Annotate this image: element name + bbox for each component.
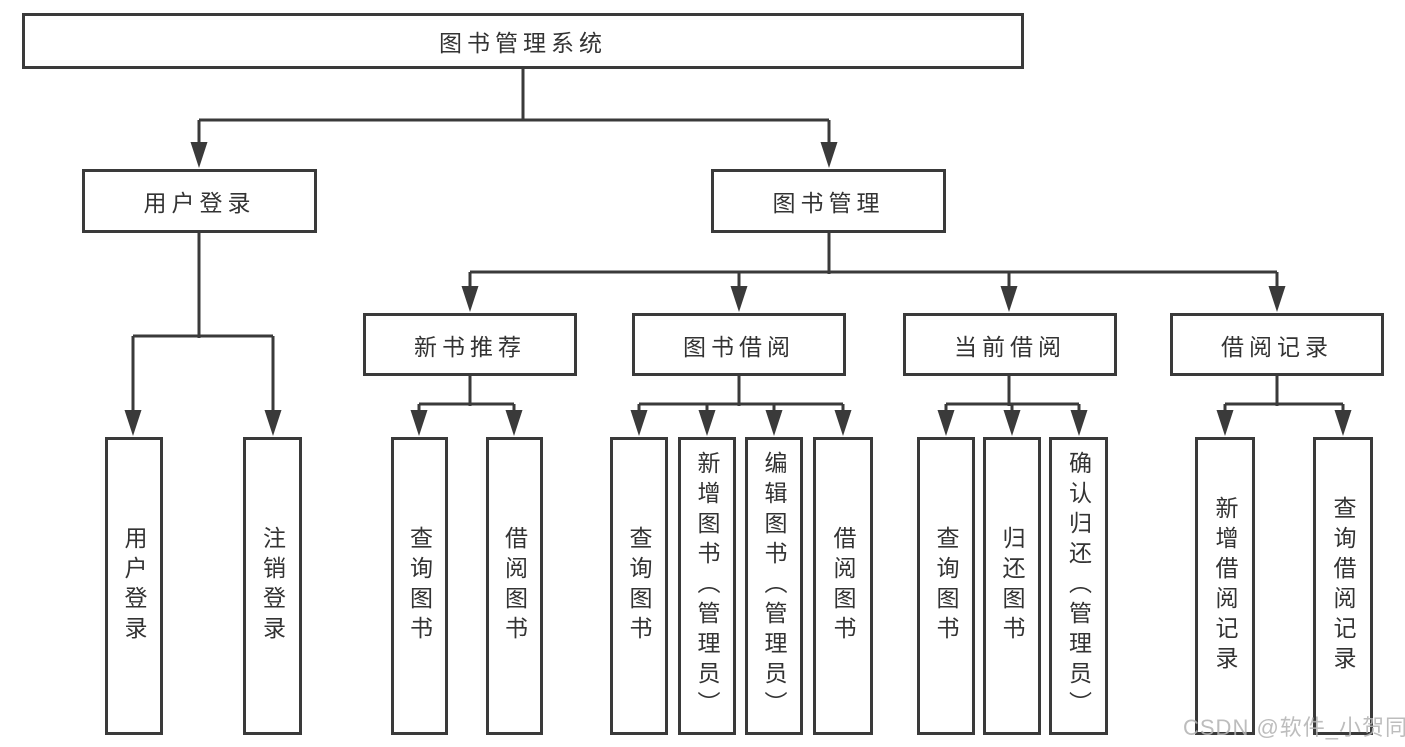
node-logout: 注销登录	[243, 437, 302, 735]
node-label: 查询图书	[406, 526, 433, 646]
node-label: 查询图书	[933, 526, 959, 646]
node-label: 图书管理系统	[439, 30, 607, 56]
arrow-head-icon	[698, 410, 716, 436]
watermark: CSDN @软件_小贺同学	[1183, 715, 1405, 740]
arrow-head-icon	[1216, 410, 1234, 436]
node-label: 新增借阅记录	[1212, 496, 1238, 676]
node-label: 用户登录	[121, 526, 147, 646]
arrow-head-icon	[505, 410, 523, 436]
node-label: 新书推荐	[414, 333, 526, 360]
node-borrow-records: 借阅记录	[1170, 313, 1384, 376]
arrow-head-icon	[630, 410, 648, 436]
node-user-login: 用户登录	[105, 437, 163, 735]
arrow-head-icon	[410, 410, 428, 436]
node-query-books-borrowing: 查询图书	[610, 437, 668, 735]
node-borrow-books: 借阅图书	[813, 437, 873, 735]
node-label: 确认归还（管理员）	[1065, 451, 1092, 721]
node-edit-books-admin: 编辑图书（管理员）	[745, 437, 803, 735]
node-label: 查询借阅记录	[1330, 496, 1356, 676]
node-label: 编辑图书（管理员）	[761, 451, 787, 721]
arrow-head-icon	[820, 142, 838, 168]
node-query-books-current: 查询图书	[917, 437, 975, 735]
node-current-borrowing: 当前借阅	[903, 313, 1117, 376]
node-label: 借阅图书	[501, 526, 528, 646]
node-library-system: 图书管理系统	[22, 13, 1024, 69]
node-label: 图书管理	[772, 190, 885, 216]
arrow-head-icon	[765, 410, 783, 436]
arrow-head-icon	[1334, 410, 1352, 436]
arrow-head-icon	[730, 286, 748, 312]
arrow-head-icon	[1003, 410, 1021, 436]
arrow-head-icon	[937, 410, 955, 436]
node-book-borrowing: 图书借阅	[632, 313, 846, 376]
node-borrow-books-recommend: 借阅图书	[486, 437, 543, 735]
node-user-login-branch: 用户登录	[82, 169, 317, 233]
node-label: 当前借阅	[954, 333, 1066, 360]
arrow-head-icon	[834, 410, 852, 436]
node-add-books-admin: 新增图书（管理员）	[678, 437, 736, 735]
node-book-management: 图书管理	[711, 169, 946, 233]
node-label: 借阅记录	[1221, 333, 1333, 360]
arrow-head-icon	[1070, 410, 1088, 436]
node-confirm-return-admin: 确认归还（管理员）	[1049, 437, 1108, 735]
arrow-head-icon	[124, 410, 142, 436]
arrow-head-icon	[1000, 286, 1018, 312]
node-add-borrow-record: 新增借阅记录	[1195, 437, 1255, 735]
node-label: 用户登录	[143, 190, 256, 216]
node-label: 图书借阅	[683, 333, 795, 360]
arrow-head-icon	[264, 410, 282, 436]
node-label: 新增图书（管理员）	[694, 451, 720, 721]
node-return-books: 归还图书	[983, 437, 1041, 735]
arrow-head-icon	[190, 142, 208, 168]
node-label: 归还图书	[999, 526, 1025, 646]
arrow-head-icon	[1268, 286, 1286, 312]
node-query-borrow-record: 查询借阅记录	[1313, 437, 1373, 735]
node-new-book-recommend: 新书推荐	[363, 313, 577, 376]
node-query-books-recommend: 查询图书	[391, 437, 448, 735]
arrow-head-icon	[461, 286, 479, 312]
node-label: 借阅图书	[830, 526, 856, 646]
node-label: 查询图书	[626, 526, 652, 646]
node-label: 注销登录	[259, 526, 286, 646]
